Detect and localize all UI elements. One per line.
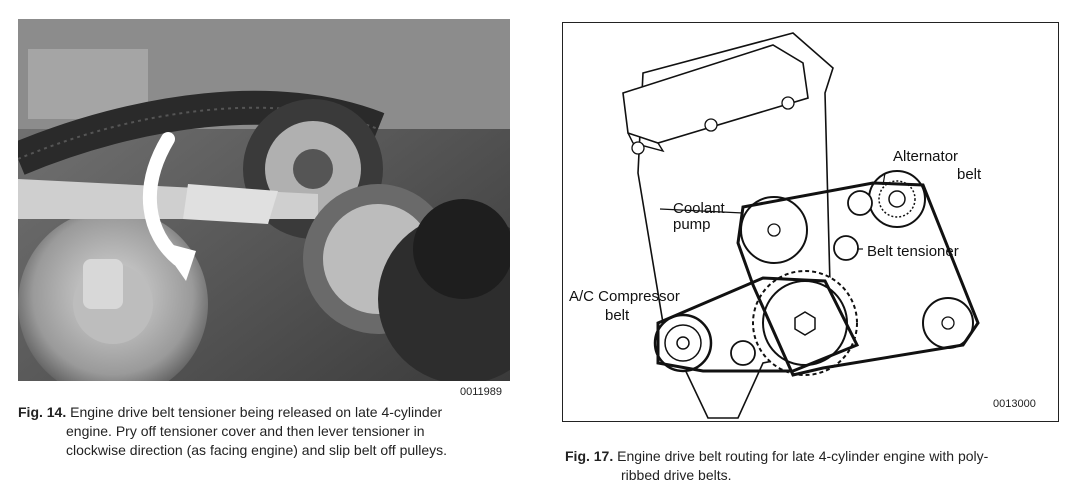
photo-id: 0011989 <box>460 386 503 398</box>
label-alternator-belt: belt <box>957 166 982 183</box>
label-belt-tensioner: Belt tensioner <box>867 243 959 260</box>
fig14-line2: engine. Pry off tensioner cover and then… <box>66 423 425 439</box>
label-ac-compressor: A/C Compressor <box>569 288 680 305</box>
label-pump: pump <box>673 216 711 233</box>
fig17-number: Fig. 17. <box>565 448 614 464</box>
fig14-line3: clockwise direction (as facing engine) a… <box>66 442 448 458</box>
fig14-number: Fig. 14. <box>18 404 67 420</box>
fig17-line1: Engine drive belt routing for late 4-cyl… <box>617 448 989 464</box>
fig17-caption: Fig. 17. Engine drive belt routing for l… <box>565 447 1065 485</box>
belt-routing-diagram: Alternator belt Coolant pump Belt tensio… <box>562 22 1059 422</box>
label-alternator: Alternator <box>893 148 958 165</box>
fig14-line1: Engine drive belt tensioner being releas… <box>70 404 443 420</box>
label-coolant: Coolant <box>673 200 726 217</box>
engine-belt-photo <box>18 19 510 381</box>
diagram-id: 0013000 <box>993 398 1036 410</box>
fig17-line2: ribbed drive belts. <box>621 467 732 483</box>
label-ac-belt: belt <box>605 307 630 324</box>
fig14-caption: Fig. 14. Engine drive belt tensioner bei… <box>18 403 518 460</box>
